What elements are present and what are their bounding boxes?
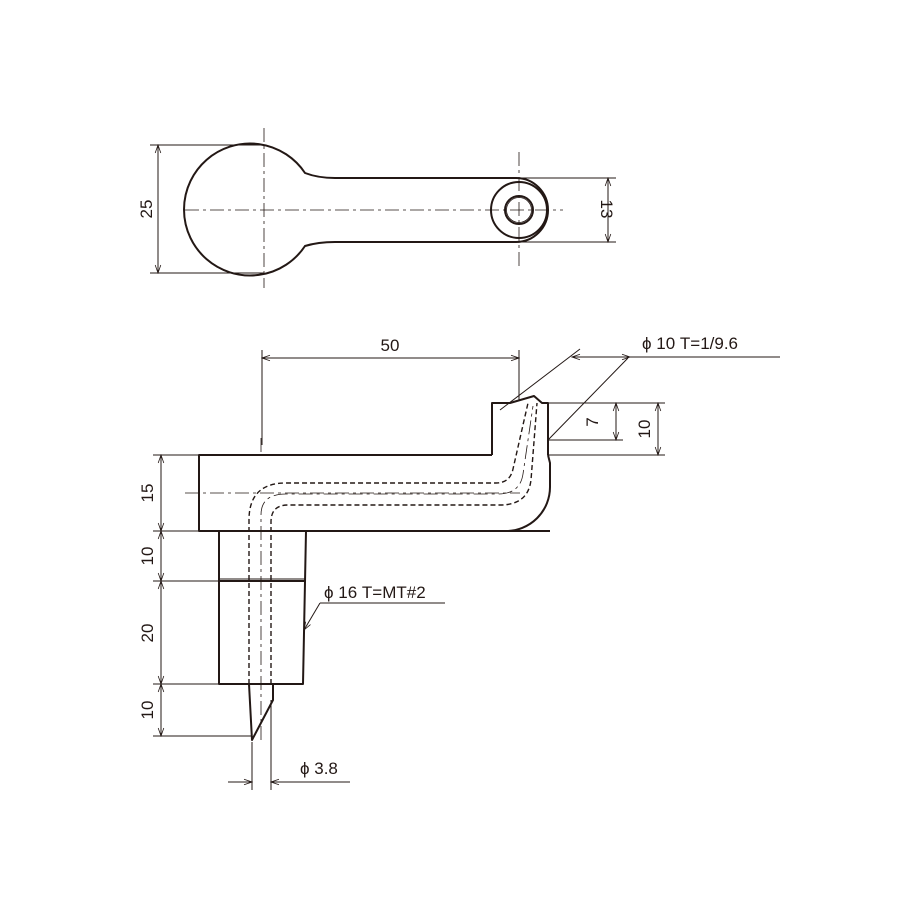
front-view: 50 ϕ 10 T=1/9.6 7 10: [138, 334, 780, 790]
callout-shank-taper: ϕ 16 T=MT#2: [304, 583, 445, 630]
dim-height-25-label: 25: [137, 200, 156, 219]
dim-boss-total-10-label: 10: [635, 420, 654, 439]
front-view-centerline-path: [260, 405, 534, 740]
dim-shank-20-label: 20: [138, 624, 157, 643]
top-view-outline: [183, 142, 549, 277]
top-view: 25 13: [137, 128, 616, 288]
dim-length-50-label: 50: [381, 336, 400, 355]
front-view-arm-bend: [505, 454, 551, 532]
callout-shank-taper-label: ϕ 16 T=MT#2: [324, 583, 426, 602]
front-view-shank: [218, 530, 307, 685]
dim-tip-10-label: 10: [138, 701, 157, 720]
hidden-line-inner: [270, 402, 538, 684]
callout-small-taper-label: ϕ 10 T=1/9.6: [642, 334, 738, 353]
front-view-top-boss: [491, 395, 549, 455]
dim-boss-13-label: 13: [597, 200, 616, 219]
hidden-line-outer: [248, 402, 529, 684]
front-view-tip: [248, 683, 274, 741]
callout-small-taper: ϕ 10 T=1/9.6: [499, 334, 780, 441]
dim-arm-height-15-label: 15: [138, 484, 157, 503]
dim-left-stack: 15 10 20 10: [138, 455, 252, 736]
dim-height-25: 25: [137, 145, 264, 273]
dim-hole-3-8-label: ϕ 3.8: [300, 759, 338, 778]
dim-boss-height-7: 7: [548, 403, 623, 440]
dim-length-50: 50: [262, 336, 519, 445]
dim-neck-10-label: 10: [138, 547, 157, 566]
dim-boss-height-7-label: 7: [583, 417, 602, 426]
dim-boss-13: 13: [519, 178, 616, 242]
dim-boss-total-10: 10: [548, 403, 665, 455]
dim-hole-3-8: ϕ 3.8: [228, 700, 350, 790]
